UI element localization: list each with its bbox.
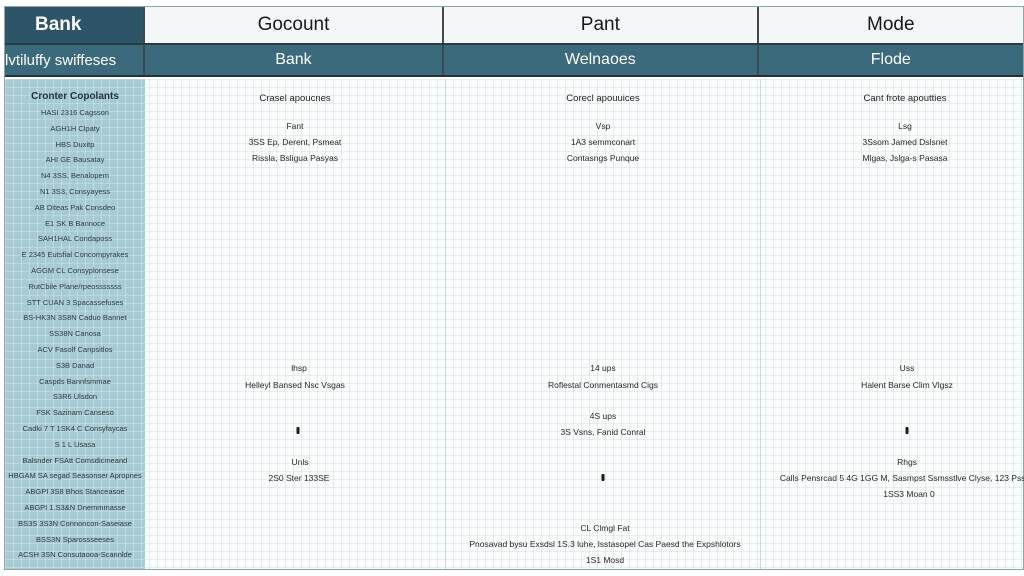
sidebar-item[interactable]: STT CUAN 3 Spacassefuses: [26, 297, 124, 307]
pant-marker-dot: [601, 474, 605, 481]
sidebar-item[interactable]: HBGAM SA segad Seasonser Apropnes: [8, 471, 142, 481]
header-pant[interactable]: Pant: [444, 7, 759, 43]
mode-cell: 1SS3 Moan 0: [883, 489, 935, 499]
pant-cell: Roflestal Conmentasmd Cigs: [547, 380, 659, 390]
sidebar-item[interactable]: SS38N Canosa: [49, 329, 101, 339]
mode-marker-dot: [905, 427, 909, 434]
sidebar-item[interactable]: BS3S 3S3N Connoncon-Saseiase: [18, 518, 132, 528]
pant-cell: Vsp: [595, 121, 611, 131]
gocount-cell: Unls: [291, 457, 309, 467]
column-divider: [445, 79, 446, 569]
header-gocount[interactable]: Gocount: [145, 7, 445, 43]
header-bank[interactable]: Bank: [5, 7, 145, 43]
subheader-flode[interactable]: Flode: [870, 51, 911, 68]
sidebar-item[interactable]: S3B Danad: [55, 360, 95, 370]
sidebar-item[interactable]: AGGM CL Consyplonsese: [31, 265, 119, 275]
sidebar-item[interactable]: ACV Fasolf Canpsitlos: [37, 344, 113, 354]
gocount-cell: Helleyl Bansed Nsc Vsgas: [245, 380, 345, 390]
mode-heading: Cant frote apoutties: [863, 93, 947, 104]
sidebar-item[interactable]: Caspds Bannfsmmae: [39, 376, 111, 386]
sidebar-item[interactable]: HBS Duxitp: [55, 139, 95, 149]
sidebar-heading: Cronter Copolants: [31, 91, 119, 102]
data-grid: Bank Gocount Pant Mode lvtiluffy swiffes…: [4, 6, 1024, 570]
sidebar-item[interactable]: ACSH 3SN Consutaooa-Scannlde: [18, 550, 132, 560]
sidebar-item[interactable]: ABGPI 3S8 Bhos Stanceasoe: [25, 487, 125, 497]
mode-cell: Halent Barse Clim Vlgsz: [861, 380, 953, 390]
sidebar-item[interactable]: S3R6 Ulsdon: [52, 392, 98, 402]
mode-cell: Calls Pensrcad 5 4G 1GG M, Sasmpst Ssmss…: [779, 473, 1024, 483]
subheader-welnaoes[interactable]: Welnaoes: [444, 45, 759, 75]
pant-cell: 4S ups: [589, 411, 617, 421]
sidebar-item[interactable]: AHI GE Bausatay: [45, 155, 105, 165]
header-row-secondary: lvtiluffy swiffeses Bank Welnaoes Flode: [5, 45, 1023, 77]
header-row-primary: Bank Gocount Pant Mode: [5, 7, 1023, 45]
mode-cell: Uss: [899, 363, 915, 373]
subheader-bank[interactable]: Bank: [145, 45, 445, 75]
pant-cell: CL Clmgl Fat: [580, 523, 630, 533]
sidebar-item[interactable]: E 2345 Eutsfial Concompyrakes: [21, 250, 129, 260]
sidebar-list: HASI 2316 Cagsson AGH1H Clpaty HBS Duxit…: [5, 105, 145, 563]
sidebar-item[interactable]: AB Diteas Pak Consdeo: [34, 202, 116, 212]
pant-cell: Pnosavad bysu Exsdsl 1S.3 luhe, lsstasop…: [469, 539, 741, 549]
grid-body: Cronter Copolants HASI 2316 Cagsson AGH1…: [5, 79, 1024, 569]
sidebar-item[interactable]: ABGPI 1.S3&N Dnemmmasse: [24, 502, 126, 512]
pant-heading: Corecl apouuices: [566, 93, 640, 104]
sidebar-item[interactable]: N1 3S3, Consyayess: [39, 186, 111, 196]
gocount-heading: Crasel apoucnes: [259, 93, 331, 104]
sidebar-item[interactable]: RutCbile Plane/rpeosssssss: [28, 281, 122, 291]
pant-cell: 1S1 Mosd: [585, 555, 625, 565]
sidebar: Cronter Copolants HASI 2316 Cagsson AGH1…: [5, 79, 145, 569]
sidebar-item[interactable]: BS-HK3N 3S8N Caduo Bannet: [23, 313, 127, 323]
pant-cell: 3S Vsns, Fanid Conral: [560, 427, 646, 437]
mode-cell: Mlgas, Jslga-s Pasasa: [862, 153, 948, 163]
sidebar-item[interactable]: AGH1H Clpaty: [50, 123, 100, 133]
mode-cell: 3Ssom Jamed Dslsnet: [862, 137, 948, 147]
gocount-cell: 3SS Ep, Derent, Psmeat: [248, 137, 342, 147]
pant-cell: Contasngs Punque: [566, 153, 640, 163]
pant-cell: 1A3 semmconart: [570, 137, 636, 147]
gocount-marker-dot: [296, 427, 300, 434]
mode-cell: Rhgs: [897, 457, 917, 467]
sidebar-item[interactable]: Balsnder FSAtt Comsdicmeand: [22, 455, 128, 465]
sidebar-item[interactable]: N4 3SS, Benalopem: [41, 171, 109, 181]
subheader-activity[interactable]: lvtiluffy swiffeses: [5, 45, 145, 75]
sidebar-item[interactable]: Cadki 7 T 1SK4 C Consyfaycas: [22, 423, 128, 433]
header-mode[interactable]: Mode: [867, 14, 915, 35]
gocount-cell: 2S0 Ster 133SE: [268, 473, 330, 483]
gocount-cell: Fant: [286, 121, 304, 131]
mode-cell: Lsg: [898, 121, 912, 131]
column-divider: [760, 79, 761, 569]
sidebar-item[interactable]: S 1 L Usasa: [54, 439, 96, 449]
gocount-cell: Rissla, Bsligua Pasyas: [252, 153, 338, 163]
gocount-cell: lhsp: [291, 363, 307, 373]
sidebar-item[interactable]: SAH1HAL Condaposs: [38, 234, 112, 244]
sidebar-item[interactable]: FSK Sazinam Canseso: [36, 408, 114, 418]
pant-cell: 14 ups: [590, 363, 616, 373]
sidebar-item[interactable]: HASI 2316 Cagsson: [41, 108, 109, 117]
sidebar-item[interactable]: E1 SK B Bannoce: [44, 218, 106, 228]
sidebar-item[interactable]: BSS3N Sparossseeses: [36, 534, 114, 544]
